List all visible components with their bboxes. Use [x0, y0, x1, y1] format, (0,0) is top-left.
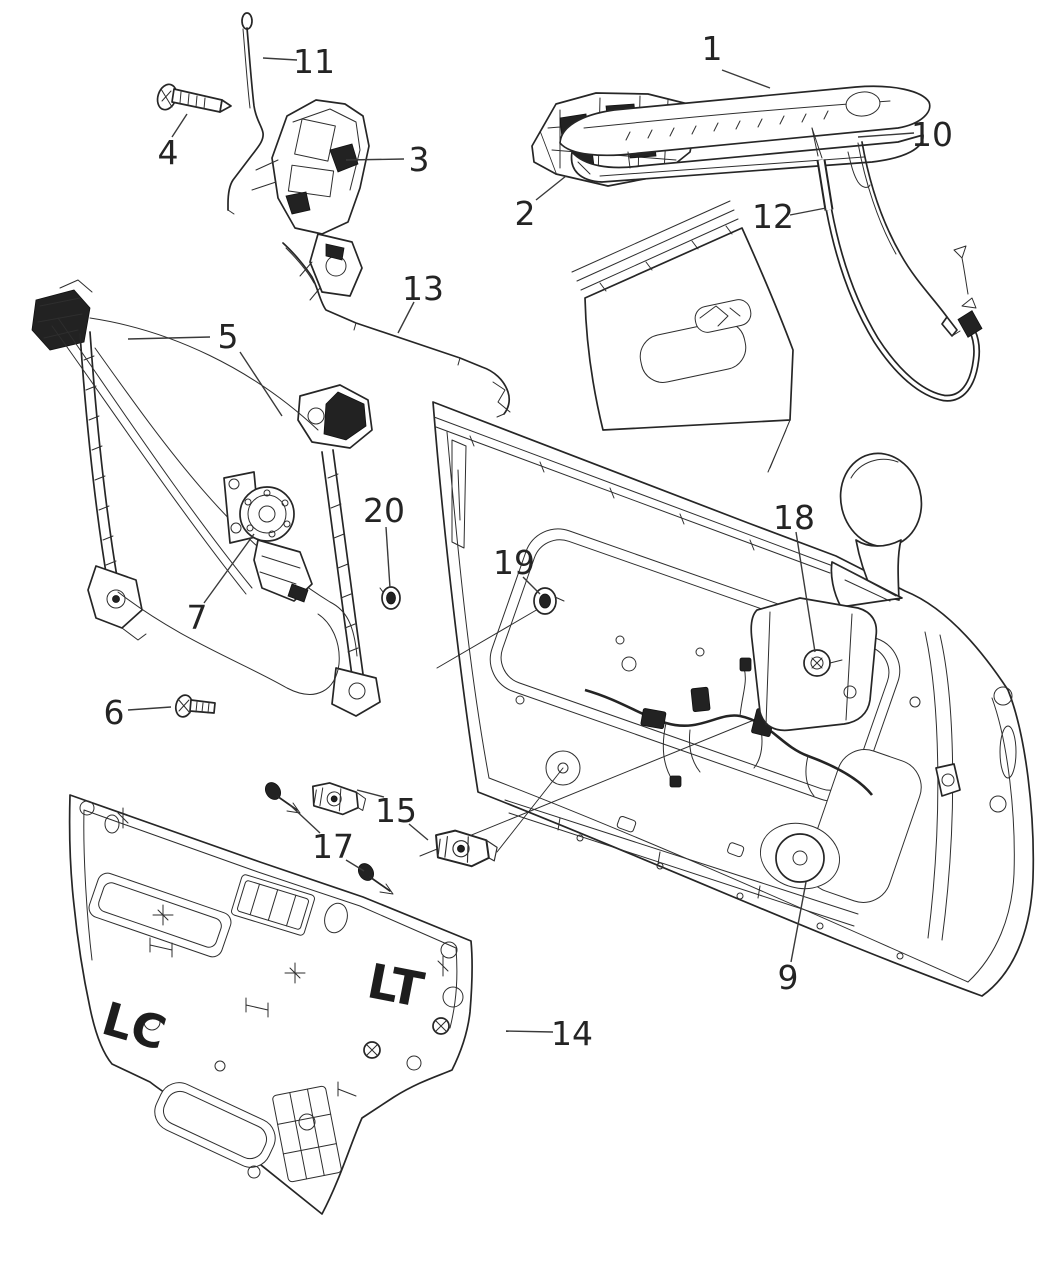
callout-11: 11 — [293, 42, 335, 81]
outer-panel-fragment — [571, 200, 794, 473]
panel-marking-lt: LT — [363, 953, 428, 1019]
inside-handle-rod-part-13 — [282, 242, 511, 418]
callout-6: 6 — [104, 693, 125, 732]
grommet-part-20 — [379, 586, 401, 610]
callout-12: 12 — [752, 197, 794, 236]
callout-18: 18 — [773, 498, 815, 537]
water-shield-part-14: LC LT — [68, 794, 473, 1215]
callout-14: 14 — [551, 1014, 593, 1053]
handle-cable-part-10 — [847, 141, 961, 337]
bracket-part-15-lower — [431, 827, 500, 871]
grommet-part-19 — [533, 587, 565, 615]
door-wiring-harness — [584, 656, 874, 797]
side-mirror — [830, 452, 923, 608]
callout-9: 9 — [778, 958, 799, 997]
window-motor-part-7 — [223, 471, 313, 603]
callout-17: 17 — [312, 827, 354, 866]
exterior-handle-part-1 — [559, 85, 931, 183]
callout-7: 7 — [187, 598, 208, 637]
callout-5: 5 — [218, 317, 239, 356]
latch-cable-part-12 — [811, 127, 983, 402]
callout-19: 19 — [493, 543, 535, 582]
callout-4: 4 — [158, 133, 179, 172]
callout-10: 10 — [911, 115, 953, 154]
bracket-part-15-upper — [308, 779, 368, 819]
door-latch-part-3 — [251, 99, 370, 301]
leader-lines — [127, 57, 915, 1033]
callout-13: 13 — [402, 269, 444, 308]
screw-part-6 — [174, 694, 216, 718]
pin-part-17-upper — [261, 778, 301, 814]
callout-3: 3 — [409, 140, 430, 179]
pin-part-17-lower — [354, 859, 394, 895]
door-inner-panel — [419, 381, 1035, 997]
callout-2: 2 — [515, 194, 536, 233]
lock-rod-part-11 — [227, 12, 264, 215]
callout-1: 1 — [702, 29, 723, 68]
window-regulator-part-5 — [31, 279, 381, 717]
module-plate-part-18 — [750, 597, 878, 732]
callout-15: 15 — [375, 791, 417, 830]
callout-20: 20 — [363, 491, 405, 530]
screw-part-4 — [156, 83, 232, 113]
